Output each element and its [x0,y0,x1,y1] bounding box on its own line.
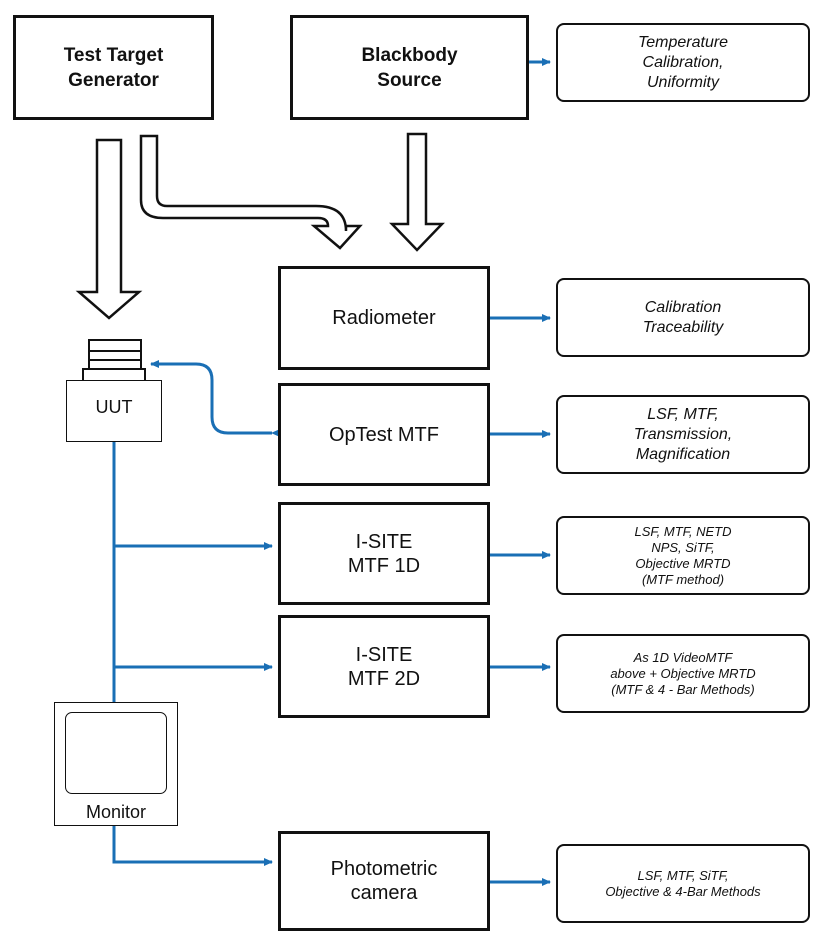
optest-results-box: LSF, MTF, Transmission, Magnification [556,395,810,474]
isite-2d-results-box: As 1D VideoMTF above + Objective MRTD (M… [556,634,810,713]
isite-mtf-1d-label: I-SITE MTF 1D [347,530,421,577]
monitor-label: Monitor [85,802,147,822]
optest-results-text: LSF, MTF, Transmission, Magnification [633,405,733,463]
hollow-arrow-generator-to-uut [75,138,143,320]
hollow-arrow-generator-to-radiometer [139,134,363,250]
isite-mtf-1d-box: I-SITE MTF 1D [278,502,490,605]
monitor-body: Monitor [54,702,178,826]
photometric-camera-label: Photometric camera [330,858,438,904]
hollow-arrow-blackbody-to-radiometer [389,132,445,252]
blackbody-results-box: Temperature Calibration, Uniformity [556,23,810,102]
isite-mtf-2d-label: I-SITE MTF 2D [347,643,421,690]
test-target-generator-label: Test Target Generator [63,44,164,91]
uut-body: UUT [66,380,162,442]
isite-1d-results-text: LSF, MTF, NETD NPS, SiTF, Objective MRTD… [634,523,732,587]
monitor-screen [65,712,167,794]
test-target-generator-box: Test Target Generator [13,15,214,120]
radiometer-results-box: Calibration Traceability [556,278,810,357]
isite-2d-results-text: As 1D VideoMTF above + Objective MRTD (M… [610,649,756,697]
optest-mtf-label: OpTest MTF [328,423,439,446]
photometric-results-text: LSF, MTF, SiTF, Objective & 4-Bar Method… [605,867,761,899]
uut-label: UUT [95,397,133,417]
photometric-results-box: LSF, MTF, SiTF, Objective & 4-Bar Method… [556,844,810,923]
monitor-to-photometric [112,826,273,866]
uut-lens-icon [88,339,142,370]
radiometer-box: Radiometer [278,266,490,370]
isite-1d-results-box: LSF, MTF, NETD NPS, SiTF, Objective MRTD… [556,516,810,595]
photometric-camera-box: Photometric camera [278,831,490,931]
radiometer-results-text: Calibration Traceability [642,298,724,336]
isite-mtf-2d-box: I-SITE MTF 2D [278,615,490,718]
radiometer-label: Radiometer [332,307,436,329]
optest-uut-link [150,360,280,437]
blackbody-source-label: Blackbody Source [361,44,458,91]
blackbody-source-box: Blackbody Source [290,15,529,120]
optest-mtf-box: OpTest MTF [278,383,490,486]
blackbody-results-text: Temperature Calibration, Uniformity [637,33,729,91]
